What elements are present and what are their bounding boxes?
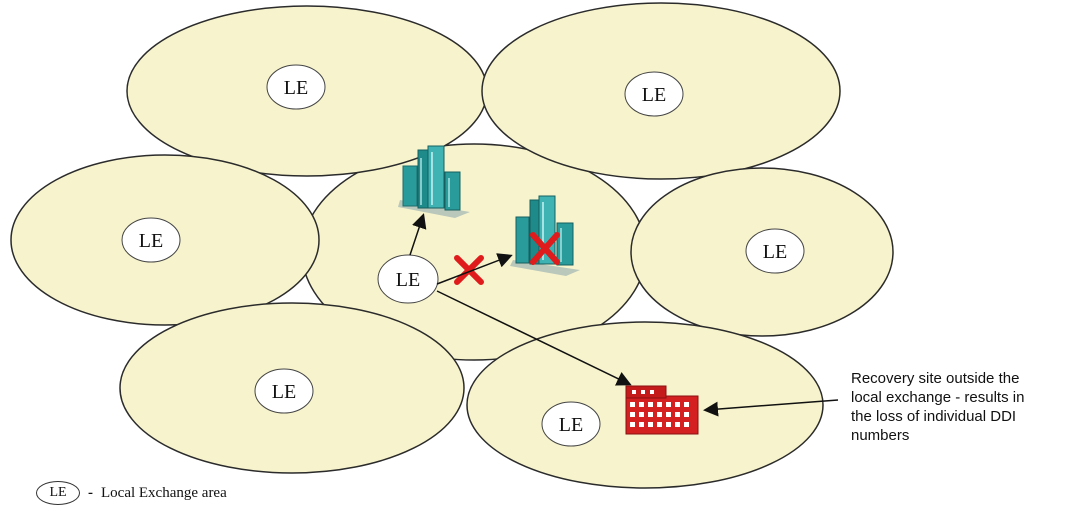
le-bubble-center: LE <box>377 254 439 304</box>
le-bubbles: LE LE LE LE LE LE LE <box>121 64 805 447</box>
connection-arrows <box>409 213 839 417</box>
annotation-line-1: Recovery site outside the <box>851 370 1020 387</box>
failure-cross-icon <box>530 232 560 265</box>
recovery-site-annotation: Recovery site outside the local exchange… <box>851 369 1071 445</box>
le-label: LE <box>642 84 666 106</box>
le-bubble-right: LE <box>745 228 805 274</box>
legend-separator: - <box>88 484 93 501</box>
annotation-pointer-arrow <box>703 399 839 417</box>
le-label: LE <box>559 414 583 436</box>
recovery-site-building-icon <box>625 385 699 435</box>
arrow-to-failed-building <box>436 253 513 285</box>
le-label: LE <box>139 230 163 252</box>
legend-symbol: LE <box>36 481 80 505</box>
le-bubble-top-right: LE <box>624 71 684 117</box>
arrow-to-recovery-site <box>436 290 632 386</box>
annotation-line-3: the loss of individual DDI <box>851 408 1017 425</box>
office-building-icon <box>398 145 470 218</box>
le-label: LE <box>763 241 787 263</box>
le-label: LE <box>284 77 308 99</box>
annotation-line-4: numbers <box>851 427 910 444</box>
le-label: LE <box>272 381 296 403</box>
failure-cross-icon <box>454 255 484 285</box>
le-bubble-top-left: LE <box>266 64 326 110</box>
annotation-line-2: local exchange - results in <box>851 389 1025 406</box>
arrow-to-office-building <box>409 213 427 256</box>
le-bubble-left: LE <box>121 217 181 263</box>
legend-text: Local Exchange area <box>101 484 227 501</box>
le-label: LE <box>396 269 420 291</box>
legend: LE - Local Exchange area <box>36 481 227 505</box>
failed-office-building-icon <box>510 195 580 276</box>
le-bubble-bottom-right: LE <box>541 401 601 447</box>
le-bubble-bottom-left: LE <box>254 368 314 414</box>
